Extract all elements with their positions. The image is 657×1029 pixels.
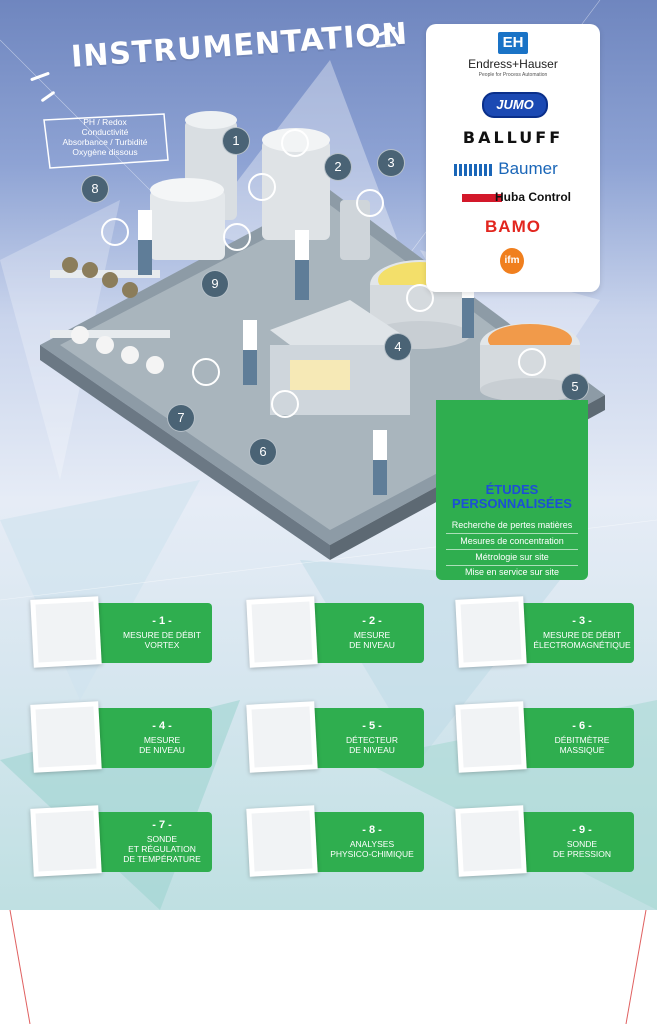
ifm-logo: ifm xyxy=(500,248,524,274)
poster: INSTRUMENTATION EH Endress+Hauser People… xyxy=(0,0,657,910)
study-item: Métrologie sur site xyxy=(475,552,549,562)
card-number: - 4 - xyxy=(152,720,172,732)
brand-panel: EH Endress+Hauser People for Process Aut… xyxy=(426,24,600,292)
custom-studies-box xyxy=(436,400,588,580)
marker-5[interactable]: 5 xyxy=(561,373,589,401)
baumer-mark-icon xyxy=(454,164,494,176)
level-sensor-image xyxy=(246,596,318,668)
huba-logo: Huba Control xyxy=(495,190,571,204)
marker-8[interactable]: 8 xyxy=(81,175,109,203)
divider xyxy=(446,533,578,534)
card-number: - 6 - xyxy=(572,720,592,732)
marker-9[interactable]: 9 xyxy=(201,270,229,298)
analyzer-image xyxy=(246,805,318,877)
eh-tagline: People for Process Automation xyxy=(478,72,548,78)
card-number: - 1 - xyxy=(152,615,172,627)
temperature-probe-image xyxy=(30,805,102,877)
card-number: - 5 - xyxy=(362,720,382,732)
eh-logo: EH xyxy=(498,32,528,54)
fold-lines xyxy=(9,909,647,1025)
marker-2[interactable]: 2 xyxy=(324,153,352,181)
huba-bar-icon xyxy=(462,194,502,202)
card-number: - 3 - xyxy=(572,615,592,627)
divider xyxy=(446,565,578,566)
card-number: - 8 - xyxy=(362,824,382,836)
marker-1[interactable]: 1 xyxy=(222,127,250,155)
marker-7[interactable]: 7 xyxy=(167,404,195,432)
study-item: Mise en service sur site xyxy=(464,567,560,577)
card-number: - 2 - xyxy=(362,615,382,627)
pressure-sensor-image xyxy=(455,805,527,877)
blank-fold-area xyxy=(0,909,657,1025)
mass-flowmeter-image xyxy=(455,701,527,773)
magnetic-flowmeter-image xyxy=(455,596,527,668)
jumo-logo: JUMO xyxy=(482,92,548,118)
analysis-note: PH / Redox Conductivité Absorbance / Tur… xyxy=(62,117,148,157)
level-probe-image xyxy=(30,701,102,773)
level-switch-image xyxy=(246,701,318,773)
card-number: - 9 - xyxy=(572,824,592,836)
eh-name: Endress+Hauser xyxy=(468,57,558,71)
balluff-logo: BALLUFF xyxy=(462,128,564,147)
divider xyxy=(446,549,578,550)
bamo-logo: BAMO xyxy=(485,217,541,236)
study-item: Mesures de concentration xyxy=(460,536,564,546)
custom-studies-title: ÉTUDES PERSONNALISÉES xyxy=(452,482,572,511)
marker-4[interactable]: 4 xyxy=(384,333,412,361)
analysis-cloud xyxy=(43,113,169,169)
card-number: - 7 - xyxy=(152,819,172,831)
study-item: Recherche de pertes matières xyxy=(451,520,573,530)
marker-3[interactable]: 3 xyxy=(377,149,405,177)
marker-6[interactable]: 6 xyxy=(249,438,277,466)
baumer-logo: Baumer xyxy=(498,159,558,178)
vortex-flowmeter-image xyxy=(30,596,102,668)
